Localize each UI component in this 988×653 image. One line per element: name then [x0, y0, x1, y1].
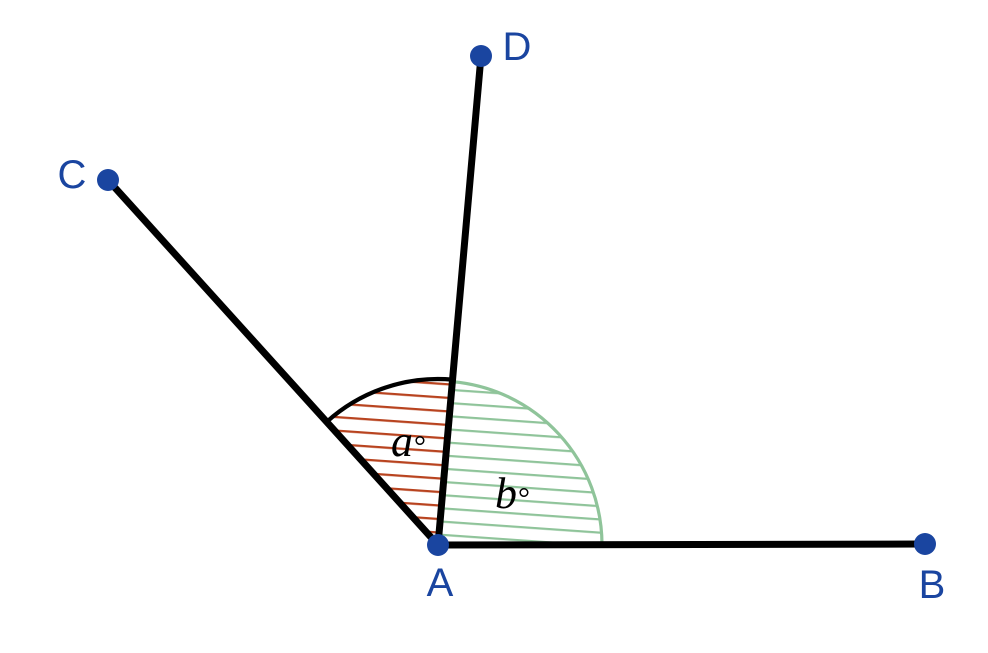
ray-AC [104, 176, 442, 549]
point-d [470, 45, 492, 67]
angle-label-b-letter: b [495, 469, 517, 518]
angle-label-b: b° [495, 469, 529, 518]
points-group [97, 45, 936, 556]
point-a [427, 534, 449, 556]
point-label-b: B [919, 563, 946, 607]
angle-label-a: a° [391, 417, 425, 466]
angle-label-b-degree: ° [517, 482, 529, 515]
angle-a-arc [325, 376, 453, 424]
angle-label-a-letter: a [391, 417, 413, 466]
angle-b-arc [452, 380, 604, 546]
point-c [97, 169, 119, 191]
ray-AB [434, 540, 929, 549]
ray-AD [434, 52, 485, 549]
point-label-c: C [58, 153, 87, 197]
angle-label-a-degree: ° [413, 430, 425, 463]
point-b [914, 533, 936, 555]
point-label-d: D [503, 25, 532, 69]
point-label-a: A [427, 561, 454, 605]
rays-group [104, 52, 929, 549]
